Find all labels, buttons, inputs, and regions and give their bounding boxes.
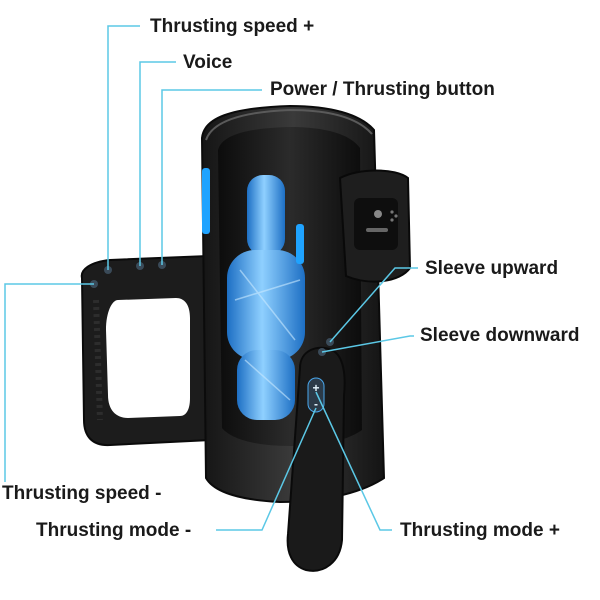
blue-sleeve	[227, 175, 305, 420]
label-sleeve-downward: Sleeve downward	[420, 325, 580, 346]
label-thrusting-speed-plus: Thrusting speed +	[150, 16, 315, 37]
front-remote: + -	[286, 346, 346, 572]
leader-sleeve-upward	[329, 267, 418, 343]
label-thrusting-mode-plus: Thrusting mode +	[400, 520, 560, 541]
side-control-pod	[338, 169, 412, 283]
leader-thrusting-speed-plus	[107, 25, 140, 270]
label-power-thrusting-button: Power / Thrusting button	[270, 79, 495, 100]
accent-light-left	[202, 168, 210, 234]
label-thrusting-mode-minus: Thrusting mode -	[36, 520, 192, 541]
leader-thrusting-speed-minus	[4, 283, 94, 482]
leader-thrusting-mode-minus	[216, 407, 317, 531]
accent-light-right	[296, 224, 304, 264]
leader-power-thrusting	[161, 89, 262, 265]
label-thrusting-speed-minus: Thrusting speed -	[2, 483, 162, 504]
device-handle	[80, 254, 212, 447]
plus-icon: +	[312, 381, 319, 395]
label-sleeve-upward: Sleeve upward	[425, 258, 559, 279]
leader-thrusting-mode-plus	[315, 391, 392, 531]
leader-voice	[139, 61, 176, 266]
label-voice: Voice	[183, 52, 233, 73]
leader-sleeve-downward	[321, 335, 414, 353]
minus-icon: -	[314, 397, 318, 411]
leader-lines	[4, 25, 418, 531]
headphone-jack-icon	[374, 210, 382, 218]
